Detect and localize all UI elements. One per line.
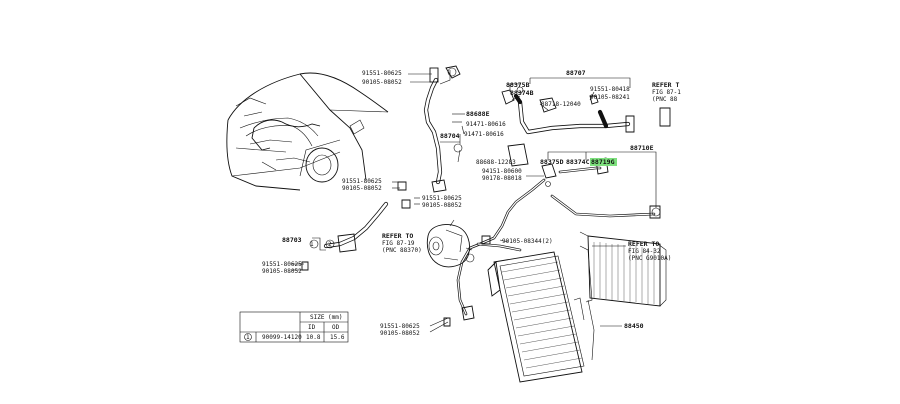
size-table-row-part: 90099-14120 bbox=[262, 334, 302, 341]
callout-circles bbox=[309, 67, 661, 263]
label-88375b: 88375B bbox=[506, 81, 530, 89]
highlight-88719g bbox=[590, 158, 617, 166]
condenser bbox=[487, 245, 595, 383]
label-88718-12040: 88718-12040 bbox=[541, 101, 581, 108]
label-88707: 88707 bbox=[566, 69, 586, 77]
label-90105-08052-left: 90105-08052 bbox=[262, 268, 302, 275]
label-90105-08344: 90105-08344(2) bbox=[502, 238, 553, 245]
label-88374c: 88374C bbox=[566, 158, 590, 166]
label-refer-right-2: FIG 84-32 bbox=[628, 248, 661, 255]
label-91551-80625-top: 91551-80625 bbox=[362, 70, 402, 77]
label-91551-80625-bot: 91551-80625 bbox=[380, 323, 420, 330]
size-table-row-num: 1 bbox=[246, 334, 250, 341]
label-88688e: 88688E bbox=[466, 110, 490, 118]
fittings bbox=[301, 65, 671, 327]
label-91471-80616-b: 91471-80616 bbox=[464, 131, 504, 138]
label-91551-80418: 91551-80418 bbox=[590, 86, 630, 93]
label-90105-08052-mid: 90105-08052 bbox=[342, 185, 382, 192]
label-refer-mid-2: FIG 87-19 bbox=[382, 240, 415, 247]
leader-lines bbox=[292, 70, 657, 333]
label-refer-top-1: REFER T bbox=[652, 81, 679, 89]
label-88374b: 88374B bbox=[510, 89, 534, 97]
label-refer-mid-1: REFER TO bbox=[382, 232, 413, 240]
radiator bbox=[579, 231, 667, 307]
label-refer-mid-3: (PNC 88370) bbox=[382, 247, 422, 254]
label-refer-top-3: (PNC 88 bbox=[652, 96, 678, 103]
size-table-row-id: 10.8 bbox=[306, 334, 321, 341]
label-88688-12283: 88688-12283 bbox=[476, 159, 516, 166]
label-91551-80625-mid2: 91551-80625 bbox=[422, 195, 462, 202]
label-88719g: 88719G bbox=[591, 158, 615, 166]
compressor bbox=[426, 219, 473, 268]
label-88704: 88704 bbox=[440, 132, 460, 140]
label-88703: 88703 bbox=[282, 236, 302, 244]
size-table-header: SIZE (mm) bbox=[310, 314, 343, 321]
size-table-col-id: ID bbox=[308, 324, 316, 331]
label-94151-80600: 94151-80600 bbox=[482, 168, 522, 175]
label-90105-08052-mid2: 90105-08052 bbox=[422, 202, 462, 209]
part-labels: 88707 88375B 88374B 88718-12040 91551-80… bbox=[262, 69, 681, 337]
label-91471-80616-a: 91471-80616 bbox=[466, 121, 506, 128]
label-88375d: 88375D bbox=[540, 158, 564, 166]
label-91551-80625-mid: 91551-80625 bbox=[342, 178, 382, 185]
size-table-col-od: OD bbox=[332, 324, 340, 331]
label-refer-top-2: FIG 87-1 bbox=[652, 89, 681, 96]
refrigerant-pipes bbox=[323, 77, 656, 316]
label-refer-right-1: REFER TO bbox=[628, 240, 659, 248]
label-88710e: 88710E bbox=[630, 144, 654, 152]
size-table-row-od: 15.6 bbox=[330, 334, 345, 341]
label-n1: 1 bbox=[310, 241, 314, 248]
label-n2: 2 bbox=[328, 241, 332, 248]
label-90105-08052-bot: 90105-08052 bbox=[380, 330, 420, 337]
label-refer-right-3: (PNC G9010A) bbox=[628, 255, 671, 262]
label-91551-80625-left: 91551-80625 bbox=[262, 261, 302, 268]
label-90105-08241: 90105-08241 bbox=[590, 94, 630, 101]
label-90178-08018: 90178-08018 bbox=[482, 175, 522, 182]
vehicle-illustration bbox=[226, 72, 389, 191]
size-table: SIZE (mm) ID OD 1 90099-14120 10.8 15.6 bbox=[239, 311, 349, 343]
label-88450: 88450 bbox=[624, 322, 644, 330]
label-90105-08052-top: 90105-08052 bbox=[362, 79, 402, 86]
